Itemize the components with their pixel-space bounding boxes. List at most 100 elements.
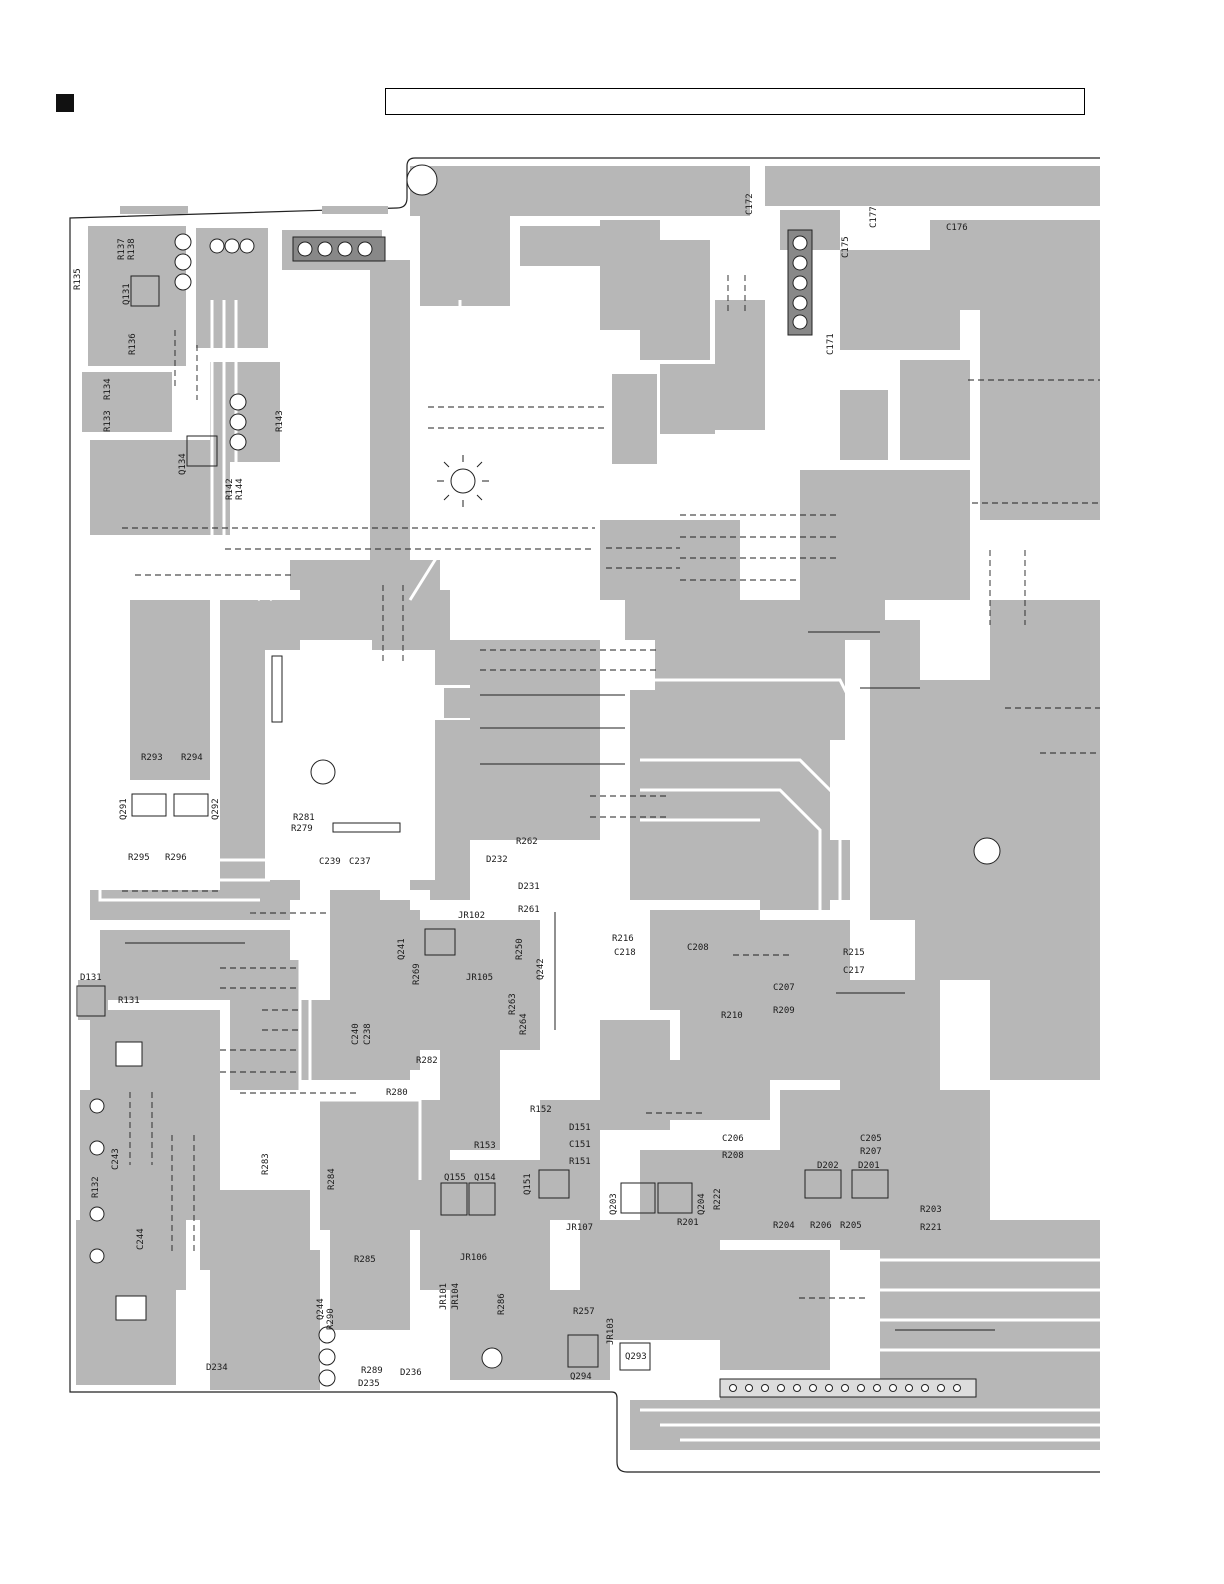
silkscreen-labels: R135 R137 R138 Q131 R136 R134 R133 R143 … [73,193,968,1389]
ref-label: R133 [103,410,113,432]
ref-label: R296 [165,853,187,863]
ref-label: R207 [860,1147,882,1157]
connector-header-top [292,236,386,262]
transistor-pads-top [174,233,336,1387]
ref-label: C175 [841,236,851,258]
ref-label: R279 [291,824,313,834]
ref-label: R222 [713,1188,723,1210]
ref-label: R293 [141,753,163,763]
ref-label: R261 [518,905,540,915]
ref-label: R144 [235,478,245,500]
ref-label: C239 [319,857,341,867]
ref-label: R203 [920,1205,942,1215]
ref-label: D232 [486,855,508,865]
ref-label: R204 [773,1221,795,1231]
ref-label: C172 [745,193,755,215]
ref-label: D234 [206,1363,228,1373]
ref-label: R284 [327,1168,337,1190]
ref-label: R257 [573,1307,595,1317]
ref-label: Q155 [444,1173,466,1183]
ref-label: R290 [326,1308,336,1330]
ref-label: R153 [474,1141,496,1151]
ref-label: R215 [843,948,865,958]
solid-jumpers [125,631,995,1331]
jumper-wires [122,275,1100,1299]
ref-label: R281 [293,813,315,823]
mounting-holes [89,164,1001,1369]
component-outlines [76,275,889,1371]
ref-label: R250 [515,938,525,960]
ref-label: C207 [773,983,795,993]
ref-label: Q131 [122,283,132,305]
ref-label: C151 [569,1140,591,1150]
heatsink-mount [450,468,476,494]
ref-label: C217 [843,966,865,976]
board-outline [69,157,1100,1473]
ref-label: C244 [136,1228,146,1250]
ref-label: R201 [677,1218,699,1228]
ref-label: R209 [773,1006,795,1016]
ref-label: D231 [518,882,540,892]
ref-label: R152 [530,1105,552,1115]
ref-label: R137 [117,238,127,260]
ref-label: JR105 [466,973,493,983]
ref-label: C206 [722,1134,744,1144]
ref-label: R205 [840,1221,862,1231]
ref-label: R136 [128,333,138,355]
ref-label: R221 [920,1223,942,1233]
ref-label: R286 [497,1293,507,1315]
ref-label: D201 [858,1161,880,1171]
ref-label: R206 [810,1221,832,1231]
ref-label: Q291 [119,798,129,820]
ref-label: JR102 [458,911,485,921]
ref-label: D236 [400,1368,422,1378]
ref-label: R210 [721,1011,743,1021]
ref-label: R294 [181,753,203,763]
ref-label: R295 [128,853,150,863]
ref-label: R262 [516,837,538,847]
ref-label: C171 [826,333,836,355]
ref-label: C176 [946,223,968,233]
ref-label: JR101 [439,1283,449,1310]
ref-label: JR107 [566,1223,593,1233]
trace-gaps [98,300,1100,1457]
ref-label: D151 [569,1123,591,1133]
title-box [385,88,1085,115]
ref-label: R143 [275,410,285,432]
ref-label: D202 [817,1161,839,1171]
ref-label: R208 [722,1151,744,1161]
ref-label: Q293 [625,1352,647,1362]
ref-label: Q241 [397,938,407,960]
ref-label: R264 [519,1013,529,1035]
copper-layer [76,166,1100,1450]
ref-label: R216 [612,934,634,944]
ref-label: R135 [73,268,83,290]
ref-label: R132 [91,1176,101,1198]
ref-label: Q203 [609,1193,619,1215]
ref-label: R134 [103,378,113,400]
ref-label: R289 [361,1366,383,1376]
connector-header-vertical [787,229,813,336]
ref-label: Q242 [536,958,546,980]
square-pads [115,655,401,1321]
ref-label: JR104 [451,1283,461,1310]
ref-label: R280 [386,1088,408,1098]
ref-label: Q292 [211,798,221,820]
ref-label: Q154 [474,1173,496,1183]
ref-label: D131 [80,973,102,983]
ref-label: C208 [687,943,709,953]
ref-label: D235 [358,1379,380,1389]
ref-label: R131 [118,996,140,1006]
ref-label: R263 [508,993,518,1015]
ref-label: C177 [869,206,879,228]
ref-label: R138 [127,238,137,260]
ref-label: C237 [349,857,371,867]
ref-label: Q134 [178,453,188,475]
ref-label: JR106 [460,1253,487,1263]
ref-label: C218 [614,948,636,958]
ref-label: R283 [261,1153,271,1175]
ref-label: JR103 [606,1318,616,1345]
ref-label: C238 [363,1023,373,1045]
connector-header-bottom [719,1378,977,1398]
